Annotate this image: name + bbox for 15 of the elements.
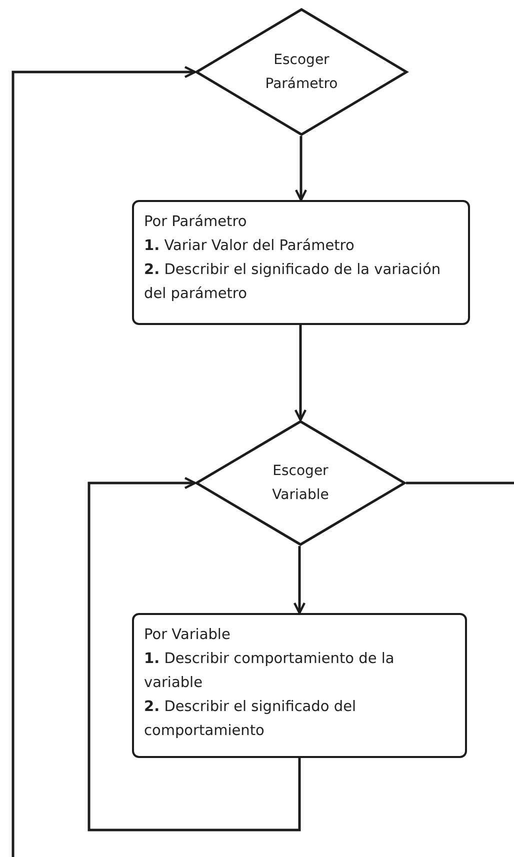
- decision-label: Escoger Variable: [271, 462, 330, 505]
- box-heading: Por Parámetro: [144, 213, 248, 232]
- arrow: [294, 136, 308, 202]
- step-text: 2. Describir el significado de la variación del parámetro: [144, 261, 442, 304]
- step-text: 2. Describir el significado del comportamiento: [144, 698, 358, 741]
- arrow: [88, 476, 301, 832]
- box-heading: Por Variable: [144, 626, 232, 645]
- step-text: 1. Variar Valor del Parámetro: [144, 237, 356, 256]
- step-text: 1. Describir comportamiento de la variable: [144, 650, 396, 693]
- arrow: [294, 325, 307, 422]
- process-box: [132, 613, 467, 758]
- decision-label: Escoger Parámetro: [265, 51, 338, 94]
- arrow: [12, 66, 196, 857]
- arrow: [293, 546, 306, 614]
- process-box: [132, 200, 470, 325]
